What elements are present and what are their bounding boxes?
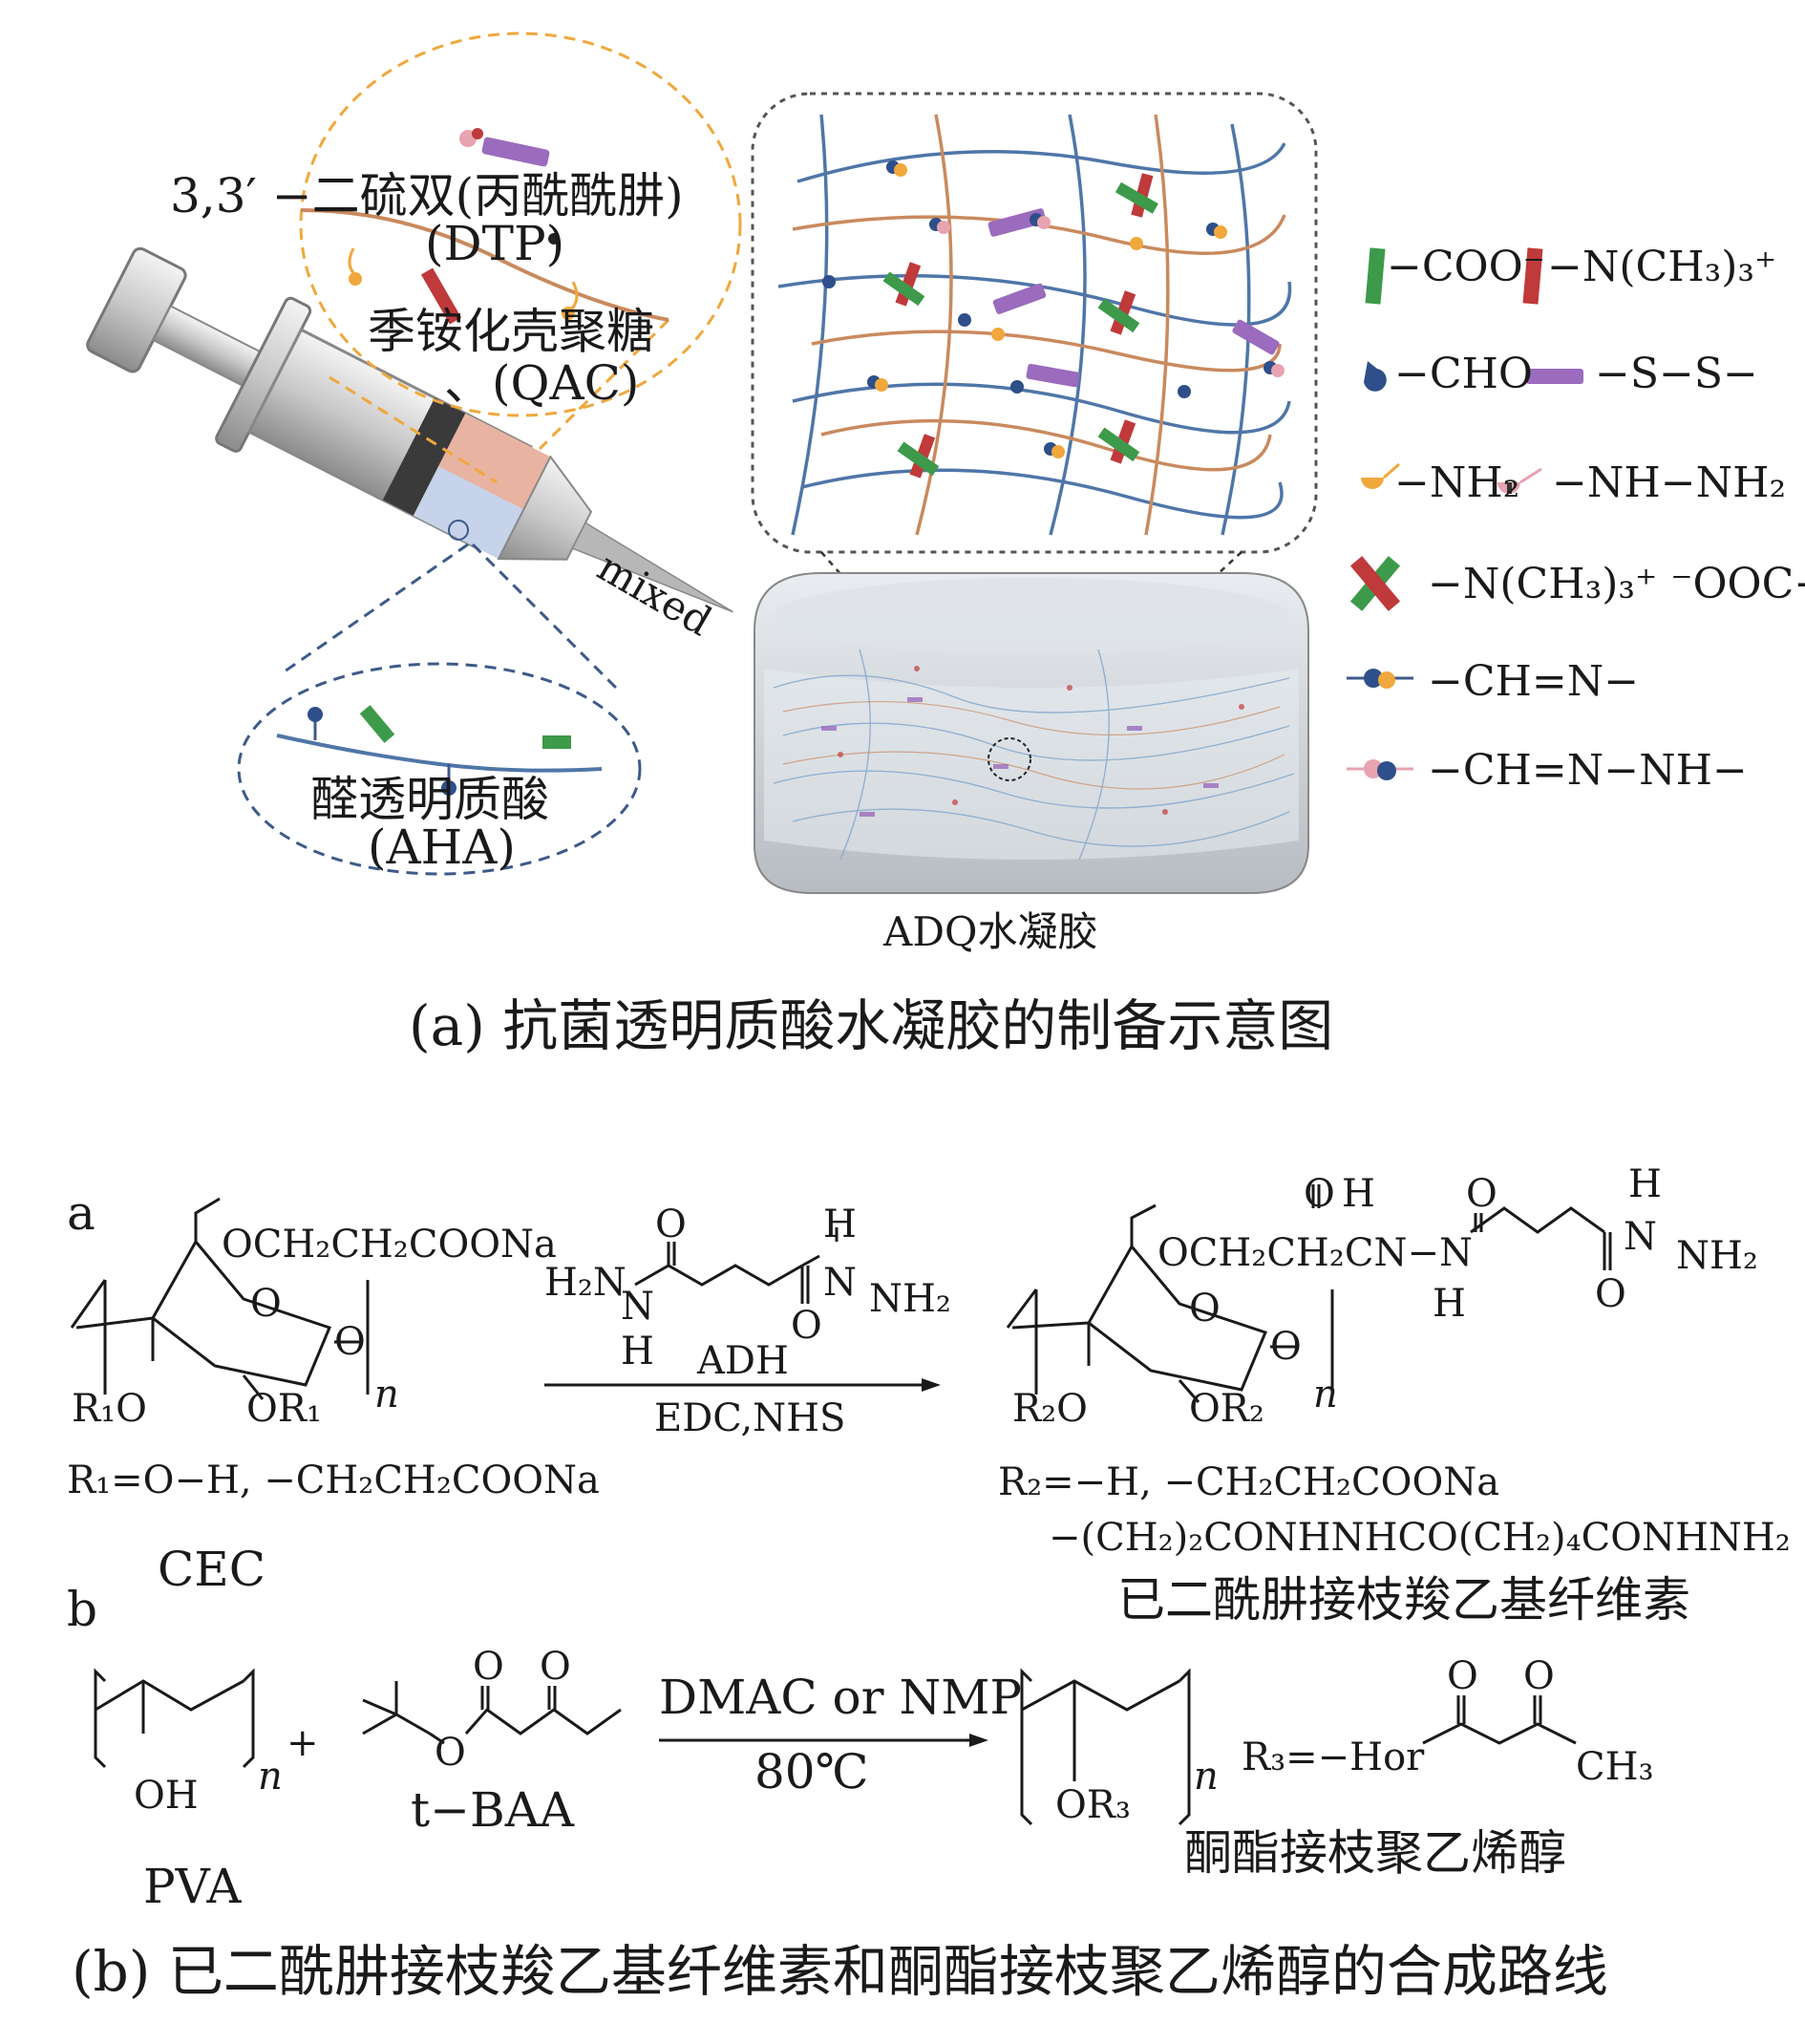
tbaa-structure bbox=[362, 1681, 622, 1745]
aha-fluid bbox=[413, 466, 524, 560]
legend-ss: −S−S− bbox=[1595, 350, 1758, 398]
adh-h2n: H₂N bbox=[544, 1261, 626, 1305]
dmac-nmp-label: DMAC or NMP bbox=[659, 1670, 1023, 1725]
legend-nh2: −NH₂ bbox=[1394, 458, 1520, 507]
legend-coo: −COO⁻ bbox=[1387, 243, 1545, 291]
legend-cho: −CHO bbox=[1394, 350, 1533, 398]
cec-or1: OR₁ bbox=[246, 1387, 322, 1431]
prod-r2o: R₂O bbox=[1012, 1387, 1088, 1431]
pva-product-structure bbox=[1020, 1668, 1577, 1826]
pva-n: n bbox=[258, 1755, 283, 1799]
prod-h3: H bbox=[1433, 1282, 1466, 1326]
temperature-label: 80℃ bbox=[754, 1744, 869, 1799]
pva-oh: OH bbox=[134, 1774, 199, 1818]
adh-label: ADH bbox=[697, 1339, 789, 1383]
legend-icons bbox=[1347, 247, 1583, 780]
dtp-label: 3,3′ −二硫双(丙酰酰肼) bbox=[170, 168, 684, 224]
r2-definition-1: R₂=−H, −CH₂CH₂COONa bbox=[998, 1460, 1500, 1504]
crossed-rods-icon bbox=[1349, 556, 1401, 611]
prod-bridge-o: O bbox=[1270, 1325, 1302, 1369]
prod-ring-o: O bbox=[1189, 1287, 1221, 1331]
plus-sign: + bbox=[287, 1721, 319, 1765]
tbaa-o1: O bbox=[473, 1645, 504, 1689]
adh-n2: N bbox=[823, 1261, 857, 1305]
aha-label: 醛透明质酸 bbox=[310, 772, 549, 827]
prod-or2: OR₂ bbox=[1189, 1387, 1264, 1431]
syringe-icon bbox=[86, 246, 733, 613]
r1-definition: R₁=O−H, −CH₂CH₂COONa bbox=[67, 1458, 600, 1502]
cec-r1o: R₁O bbox=[72, 1387, 147, 1431]
green-rod-icon bbox=[1365, 247, 1386, 305]
dtp-abbr: (DTP) bbox=[425, 216, 565, 271]
prod-o1: O bbox=[1304, 1172, 1335, 1216]
red-rod-icon bbox=[1522, 247, 1543, 305]
adh-nh2: NH₂ bbox=[869, 1277, 951, 1321]
legend-ionic: −N(CH₃)₃⁺ ⁻OOC− bbox=[1428, 560, 1805, 608]
adh-o-bottom: O bbox=[791, 1304, 822, 1348]
pva-label: PVA bbox=[143, 1859, 242, 1914]
tbaa-o3: O bbox=[435, 1731, 466, 1775]
purple-bar-icon bbox=[1526, 369, 1583, 384]
product-name-b: 酮酯接枝聚乙烯醇 bbox=[1184, 1825, 1566, 1881]
adh-structure bbox=[634, 1227, 839, 1304]
pva-prod-or3: OR₃ bbox=[1055, 1783, 1131, 1827]
aha-zoom-ellipse bbox=[237, 662, 642, 876]
label-a: a bbox=[67, 1185, 96, 1241]
qac-dtp-zoom-ellipse bbox=[299, 32, 742, 417]
cec-label: CEC bbox=[158, 1542, 266, 1597]
prod-h1: H bbox=[1342, 1172, 1375, 1216]
caption-a: (a) 抗菌透明质酸水凝胶的制备示意图 bbox=[409, 993, 1334, 1058]
caption-b: (b) 已二酰肼接枝羧乙基纤维素和酮酯接枝聚乙烯醇的合成路线 bbox=[72, 1939, 1608, 2004]
cec-structure bbox=[70, 1197, 370, 1400]
qac-fluid bbox=[438, 413, 551, 510]
pva-prod-n: n bbox=[1194, 1755, 1219, 1799]
r2-definition-2: −(CH₂)₂CONHNHCO(CH₂)₄CONHNH₂ bbox=[1049, 1516, 1791, 1560]
cec-ring-o: O bbox=[250, 1282, 282, 1326]
hydrogel-block bbox=[754, 572, 1309, 894]
legend-nme3: −N(CH₃)₃⁺ bbox=[1547, 243, 1777, 291]
orange-cup-icon bbox=[1361, 462, 1400, 489]
label-b: b bbox=[67, 1582, 98, 1637]
prod-n-subscript: n bbox=[1313, 1373, 1338, 1416]
hydrogel-network bbox=[777, 114, 1292, 536]
tbaa-o2: O bbox=[540, 1645, 571, 1689]
r3-o2: O bbox=[1523, 1654, 1555, 1698]
pink-cup-icon bbox=[1497, 467, 1542, 494]
cec-bridge-o: O bbox=[334, 1320, 366, 1364]
crosslink-markers bbox=[822, 160, 1285, 479]
blue-drop-icon bbox=[1364, 361, 1387, 392]
aha-abbr: (AHA) bbox=[368, 820, 516, 875]
tbaa-label: t−BAA bbox=[411, 1782, 574, 1838]
pink-blue-link-icon bbox=[1347, 759, 1413, 780]
edc-nhs-label: EDC,NHS bbox=[654, 1396, 846, 1440]
cec-substituent: OCH₂CH₂COONa bbox=[222, 1223, 557, 1267]
prod-nh2: NH₂ bbox=[1676, 1234, 1758, 1278]
prod-substituent: OCH₂CH₂CN−N bbox=[1157, 1231, 1473, 1275]
product-structure bbox=[1006, 1184, 1612, 1403]
product-name-a: 已二酰肼接枝羧乙基纤维素 bbox=[1117, 1572, 1690, 1628]
pva-structure bbox=[94, 1668, 255, 1769]
legend-nhnh2: −NH−NH₂ bbox=[1552, 458, 1787, 507]
prod-o2: O bbox=[1466, 1172, 1497, 1216]
blue-orange-link-icon bbox=[1347, 669, 1413, 689]
prod-n: N bbox=[1624, 1215, 1657, 1259]
prod-o3: O bbox=[1595, 1272, 1626, 1316]
cec-n: n bbox=[374, 1373, 399, 1416]
r3-o1: O bbox=[1447, 1654, 1478, 1698]
adh-h-top: H bbox=[823, 1203, 857, 1246]
network-zoom-box bbox=[751, 92, 1318, 554]
qac-label: 季铵化壳聚糖 bbox=[368, 304, 654, 359]
legend-imine: −CH=N− bbox=[1428, 657, 1640, 706]
r3-definition: R₃=−Hor bbox=[1242, 1735, 1425, 1779]
legend-hydrazone: −CH=N−NH− bbox=[1428, 746, 1748, 795]
hydrogel-label: ADQ水凝胶 bbox=[883, 908, 1098, 955]
adh-o-top: O bbox=[655, 1203, 687, 1246]
adh-n: N bbox=[621, 1285, 654, 1329]
prod-h2: H bbox=[1628, 1162, 1662, 1206]
r3-ch3: CH₃ bbox=[1576, 1745, 1654, 1789]
qac-abbr: 、(QAC) bbox=[444, 355, 640, 411]
adh-h: H bbox=[621, 1330, 654, 1373]
